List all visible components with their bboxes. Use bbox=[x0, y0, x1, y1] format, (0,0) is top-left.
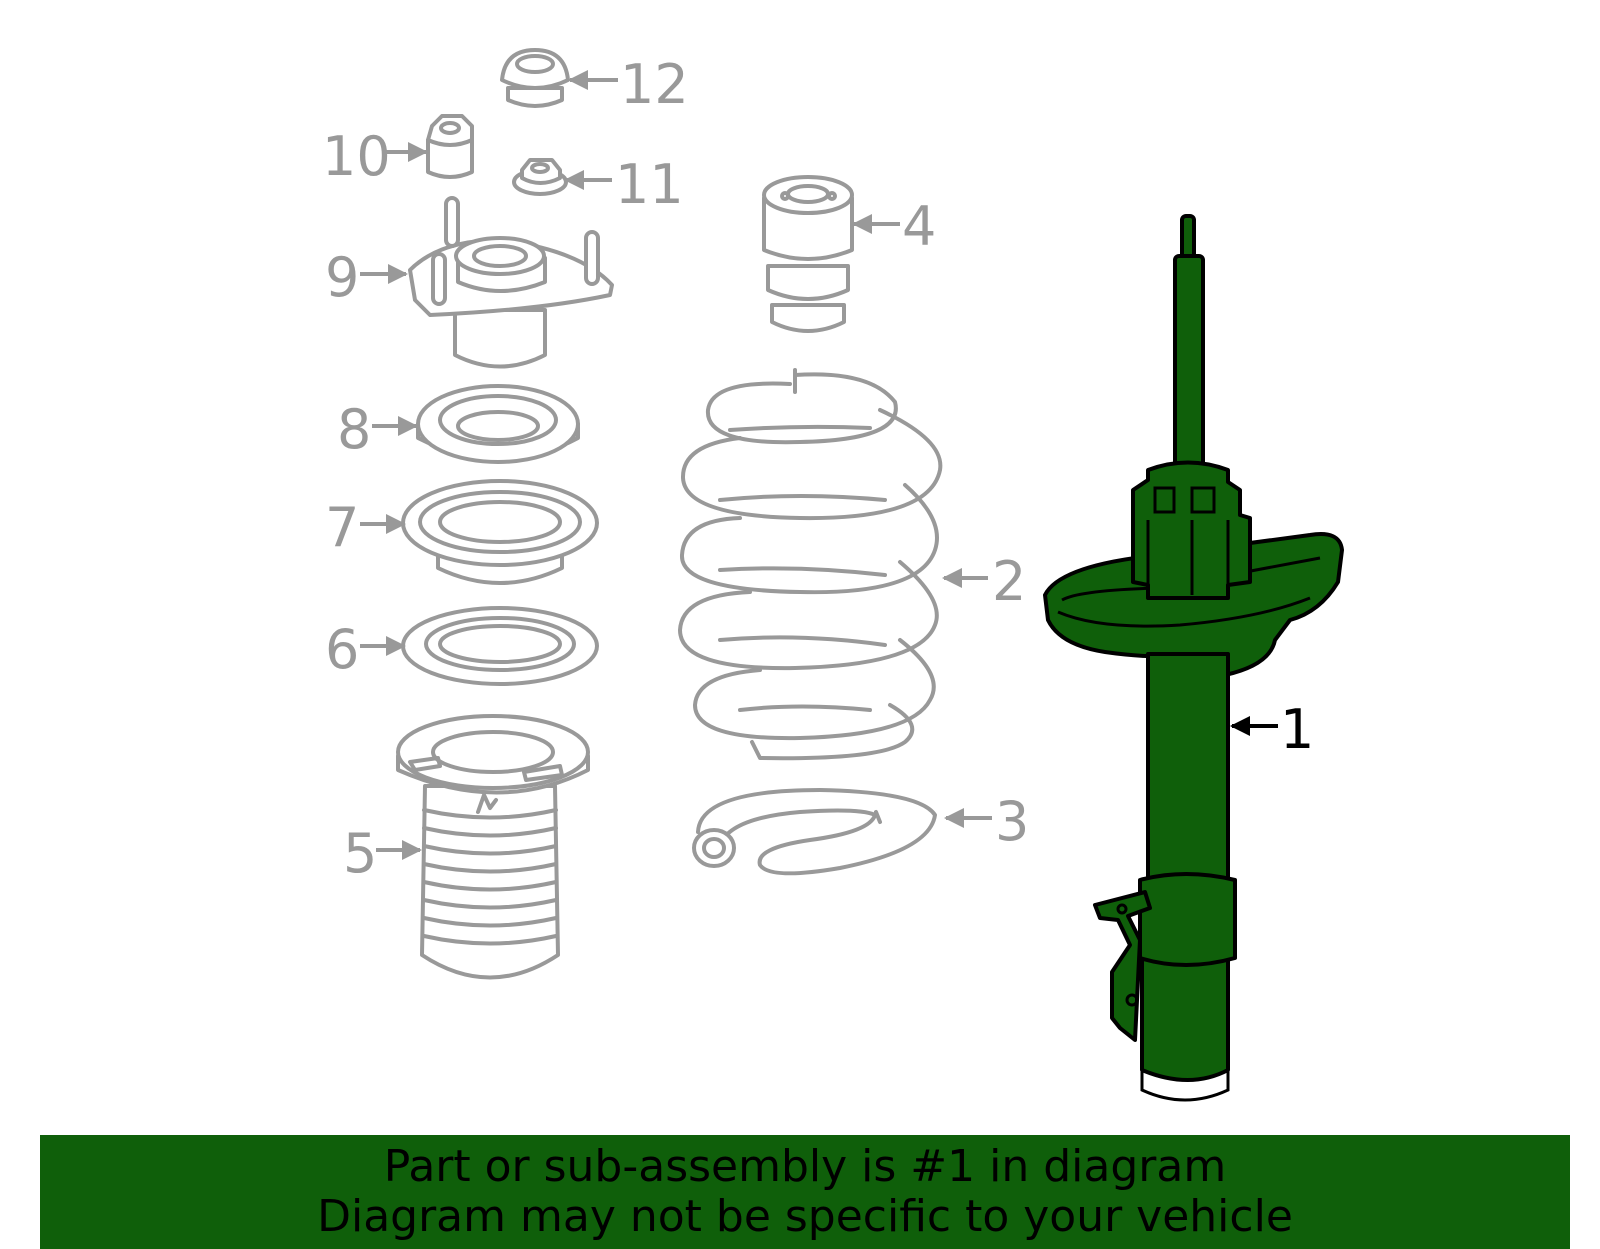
callout-7-label: 7 bbox=[325, 496, 359, 559]
callout-1: 1 bbox=[1230, 698, 1314, 761]
callout-11: 11 bbox=[564, 153, 684, 216]
part-3-insulator bbox=[692, 788, 937, 876]
part-8-bearing bbox=[416, 384, 580, 464]
part-5-boot bbox=[396, 714, 590, 980]
banner-line-1: Part or sub-assembly is #1 in diagram bbox=[383, 1141, 1227, 1192]
part-4-bumpstop bbox=[762, 175, 854, 333]
callout-1-label: 1 bbox=[1280, 698, 1314, 761]
callout-11-label: 11 bbox=[615, 153, 684, 216]
callout-6-label: 6 bbox=[325, 618, 359, 681]
part-6-insulator bbox=[401, 606, 599, 686]
callout-9: 9 bbox=[325, 246, 408, 309]
callout-5-label: 5 bbox=[343, 822, 377, 885]
callout-10-label: 10 bbox=[322, 125, 391, 188]
callout-4-label: 4 bbox=[902, 195, 936, 258]
part-10-nut bbox=[426, 114, 474, 179]
callout-5: 5 bbox=[343, 822, 422, 885]
callout-4: 4 bbox=[852, 195, 936, 258]
callout-3: 3 bbox=[944, 790, 1029, 853]
part-11-nut bbox=[512, 158, 568, 196]
part-2-spring bbox=[678, 368, 943, 761]
info-banner: Part or sub-assembly is #1 in diagram Di… bbox=[40, 1135, 1570, 1249]
callout-10: 10 bbox=[322, 125, 428, 188]
callout-6: 6 bbox=[325, 618, 406, 681]
callout-12-label: 12 bbox=[620, 53, 689, 116]
callout-2: 2 bbox=[942, 550, 1026, 613]
callout-8-label: 8 bbox=[337, 398, 371, 461]
part-1-strut bbox=[1043, 214, 1344, 1102]
callout-12: 12 bbox=[568, 53, 689, 116]
callout-9-label: 9 bbox=[325, 246, 359, 309]
part-9-mount bbox=[408, 196, 614, 369]
callout-7: 7 bbox=[325, 496, 406, 559]
part-12-cap bbox=[500, 48, 570, 108]
part-7-seat bbox=[401, 479, 599, 585]
banner-line-2: Diagram may not be specific to your vehi… bbox=[317, 1191, 1293, 1242]
callout-8: 8 bbox=[337, 398, 418, 461]
callout-2-label: 2 bbox=[992, 550, 1026, 613]
callout-3-label: 3 bbox=[995, 790, 1029, 853]
